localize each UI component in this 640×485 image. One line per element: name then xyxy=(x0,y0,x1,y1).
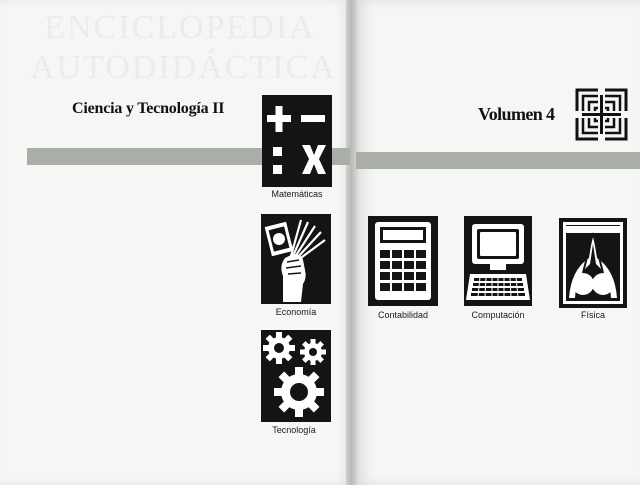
caption-economia: Economía xyxy=(275,307,317,317)
caption-contabilidad: Contabilidad xyxy=(377,310,429,320)
book-gutter xyxy=(346,0,358,485)
physics-tile xyxy=(559,218,627,308)
caption-matematicas: Matemáticas xyxy=(271,189,323,199)
economy-tile xyxy=(261,214,331,304)
show-through-text: ENCICLOPEDIAAUTODIDÁCTICA xyxy=(30,8,335,103)
technology-tile xyxy=(261,330,331,422)
accounting-tile xyxy=(368,216,438,306)
volume-label: Volumen 4 xyxy=(478,104,555,124)
computer-icon xyxy=(466,224,530,300)
math-symbols-icon xyxy=(267,106,326,174)
caption-computacion: Computación xyxy=(471,310,525,320)
caption-tecnologia: Tecnología xyxy=(272,425,316,435)
calculator-icon xyxy=(375,222,431,300)
caption-fisica: Física xyxy=(580,310,606,320)
math-tile xyxy=(262,95,332,187)
publisher-logo-icon xyxy=(574,87,629,142)
pendulum-icon xyxy=(563,222,623,304)
gray-band-right xyxy=(356,152,640,169)
series-title: Ciencia y Tecnología II xyxy=(72,100,225,117)
gears-icon xyxy=(263,332,326,417)
money-hand-icon xyxy=(264,219,326,302)
computing-tile xyxy=(464,216,532,306)
